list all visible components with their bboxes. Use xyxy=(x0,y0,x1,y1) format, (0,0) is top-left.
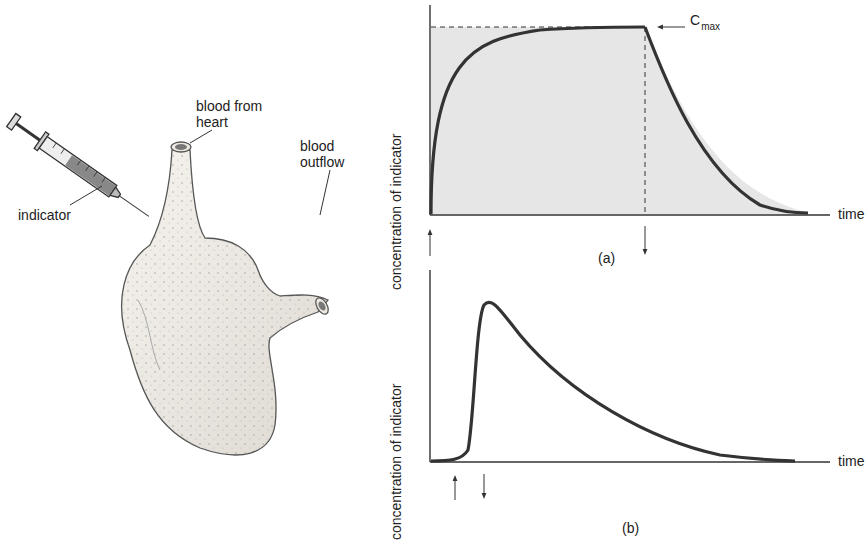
label: indicator xyxy=(18,207,71,223)
panel-label: (a) xyxy=(598,250,615,266)
heart-chamber xyxy=(122,142,331,455)
symbol-subscript: max xyxy=(701,19,720,35)
leader-line xyxy=(70,186,102,205)
axis-label: concentration of indicator xyxy=(388,134,404,290)
panel-label: (b) xyxy=(622,520,639,536)
symbol: C xyxy=(690,12,700,28)
label: blood outflow xyxy=(300,138,360,170)
label: blood from heart xyxy=(196,98,276,130)
axis-label: concentration of indicator xyxy=(388,384,404,540)
graph-a xyxy=(430,5,830,256)
axis-label: time xyxy=(838,206,864,222)
leader-line xyxy=(320,170,330,215)
graph-b xyxy=(430,270,830,500)
leader-line xyxy=(190,130,212,143)
syringe xyxy=(5,112,154,225)
axis-label: time xyxy=(838,453,864,469)
